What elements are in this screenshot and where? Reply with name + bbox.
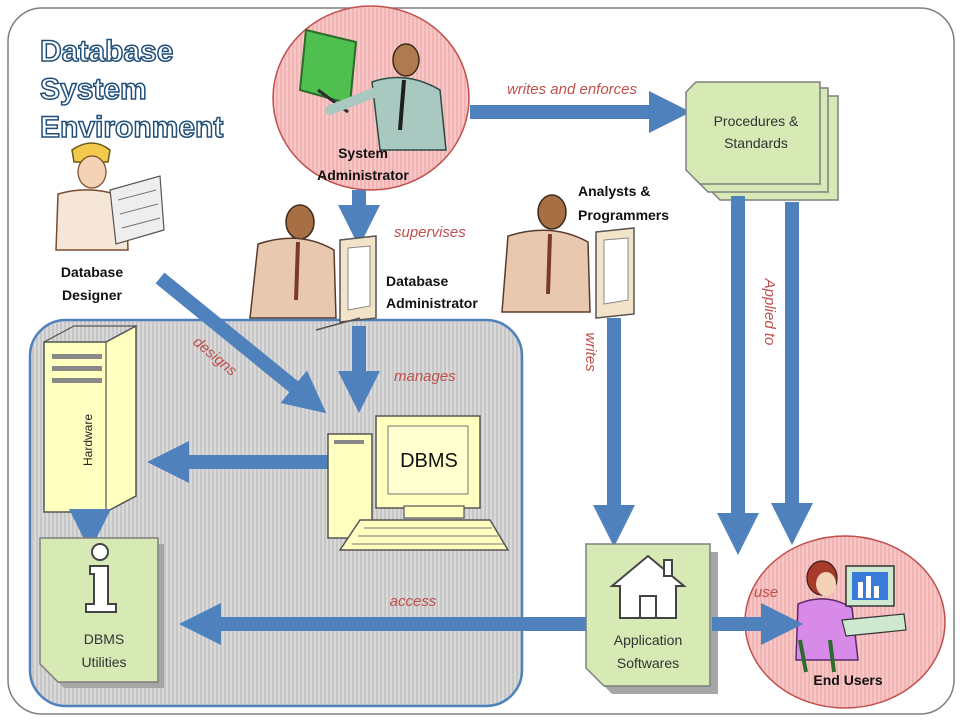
- utilities-label-1: DBMS: [84, 631, 124, 647]
- relation-writes-enforces: writes and enforces: [507, 81, 638, 98]
- end-users-label: End Users: [813, 672, 882, 688]
- user-at-computer-icon: [795, 560, 907, 673]
- title-line-1: Database: [40, 35, 173, 68]
- computer-worker-icon: [249, 204, 377, 331]
- relation-writes: writes: [582, 332, 599, 372]
- system-admin-label-2: Administrator: [317, 167, 409, 183]
- end-users: End Users: [744, 535, 946, 709]
- database-administrator: Database Administrator: [249, 204, 478, 331]
- info-icon: [85, 543, 117, 613]
- relation-manages: manages: [394, 368, 456, 385]
- analysts-label-2: Programmers: [578, 207, 669, 223]
- analysts-programmers: Analysts & Programmers: [501, 183, 669, 319]
- title-line-2: System: [40, 73, 147, 106]
- apps-label-1: Application: [614, 632, 683, 648]
- db-admin-label-2: Administrator: [386, 295, 478, 311]
- procedures-label-1: Procedures &: [714, 113, 799, 129]
- application-softwares: Application Softwares: [585, 543, 718, 694]
- hardware: Hardware: [43, 324, 137, 513]
- home-icon: [609, 554, 687, 619]
- designer-label-1: Database: [61, 264, 123, 280]
- system-administrator: System Administrator: [272, 5, 470, 191]
- procedures-label-2: Standards: [724, 135, 788, 151]
- dbms-keyboard: [338, 519, 510, 551]
- procedures-doc: [685, 81, 821, 185]
- designer-label-2: Designer: [62, 287, 122, 303]
- procedures-standards: Procedures & Standards: [685, 81, 839, 201]
- arrow-designs: [155, 272, 327, 414]
- relation-applied-to: Applied to: [761, 278, 778, 346]
- database-designer: Database Designer: [55, 142, 165, 303]
- relation-supervises: supervises: [394, 224, 466, 241]
- presenter-icon: [298, 28, 447, 151]
- page-title: Database System Environment: [39, 34, 224, 145]
- computer-worker-icon: [501, 194, 635, 319]
- designer-icon: [55, 142, 165, 251]
- dbms: DBMS: [327, 415, 510, 551]
- apps-label-2: Softwares: [617, 655, 679, 671]
- relation-use: use: [754, 584, 778, 601]
- title-line-3: Environment: [40, 111, 223, 144]
- utilities-label-2: Utilities: [81, 654, 126, 670]
- relation-access: access: [390, 593, 437, 610]
- dbms-utilities: DBMS Utilities: [39, 537, 164, 688]
- system-admin-label-1: System: [338, 145, 388, 161]
- db-admin-label-1: Database: [386, 273, 448, 289]
- analysts-label-1: Analysts &: [578, 183, 650, 199]
- hardware-label: Hardware: [81, 414, 95, 466]
- dbms-label: DBMS: [400, 450, 458, 472]
